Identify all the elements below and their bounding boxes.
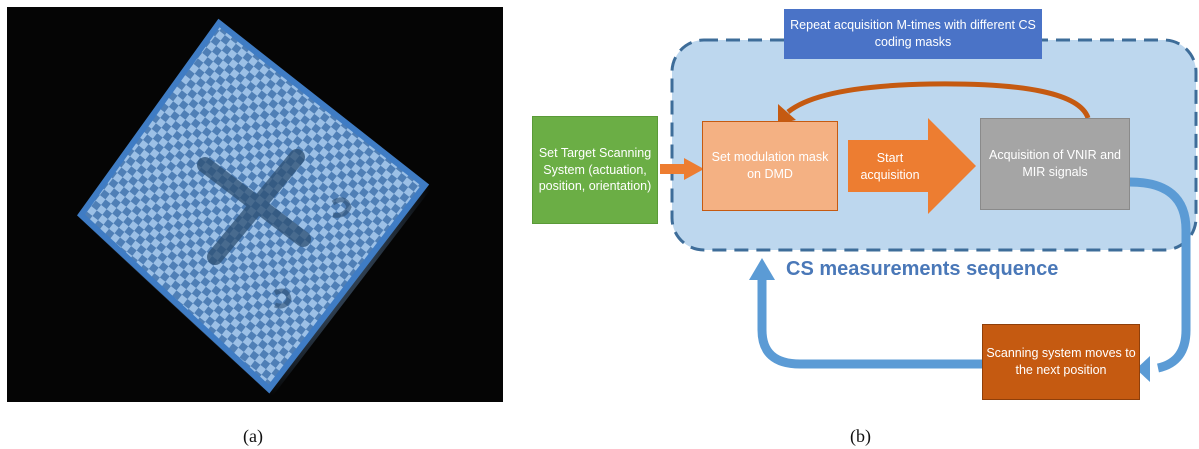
cs-measurements-sequence-label: CS measurements sequence (786, 258, 1059, 280)
loop-arrow-down (1129, 177, 1191, 373)
loop-arrow-up-head (749, 258, 775, 280)
dmd-photo-illustration (77, 18, 432, 397)
small-shadow-marks (273, 197, 352, 309)
set-modulation-mask-box: Set modulation mask on DMD (702, 121, 838, 211)
start-acquisition-label: Start acquisition (860, 151, 920, 182)
scanning-system-box: Scanning system moves to the next positi… (982, 324, 1140, 400)
repeat-curve-arrow (786, 81, 1091, 120)
connector-arrow-body (660, 164, 686, 174)
loop-arrow-down-head (1136, 356, 1150, 382)
repeat-acquisition-box: Repeat acquisition M-times with differen… (784, 9, 1042, 59)
acquisition-signals-box: Acquisition of VNIR and MIR signals (980, 118, 1130, 210)
cs-flow-diagram: Repeat acquisition M-times with differen… (510, 0, 1199, 420)
caption-b: (b) (850, 426, 871, 446)
start-acquisition-arrow (848, 118, 976, 214)
caption-a: (a) (243, 426, 263, 446)
x-shadow-shape (197, 149, 311, 265)
repeat-curve-arrow-head (778, 104, 796, 124)
connector-arrow-head (684, 158, 704, 180)
dmd-photo (7, 7, 503, 402)
loop-arrow-up (757, 278, 982, 369)
set-target-box: Set Target Scanning System (actuation, p… (532, 116, 658, 224)
